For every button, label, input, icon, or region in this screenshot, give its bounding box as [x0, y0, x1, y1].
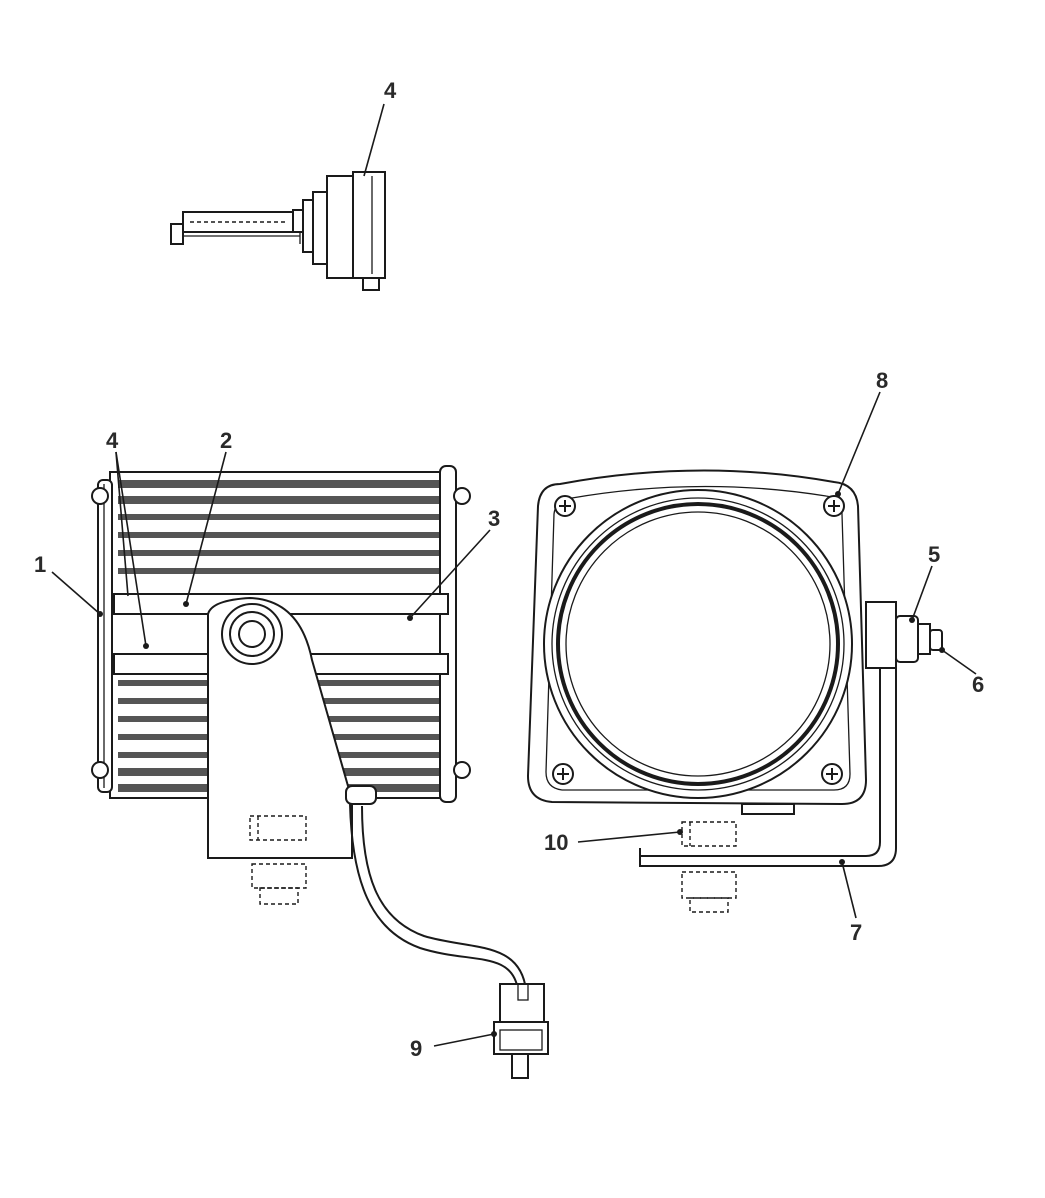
- lamp-side-view: [91, 465, 549, 1079]
- callout-labels: 4 1 4 2 3 8 5 6 10 7 9: [34, 78, 984, 1061]
- bulb-illustration: [170, 171, 386, 291]
- callout-6: 6: [972, 672, 984, 697]
- callout-2: 2: [220, 428, 232, 453]
- callout-9: 9: [410, 1036, 422, 1061]
- callout-3: 3: [488, 506, 500, 531]
- callout-bulb-4: 4: [384, 78, 397, 103]
- callout-8: 8: [876, 368, 888, 393]
- corner-screws: [552, 495, 845, 785]
- callout-10: 10: [544, 830, 568, 855]
- callout-7: 7: [850, 920, 862, 945]
- lamp-front-view: [526, 469, 943, 913]
- leader-lines: [51, 103, 977, 1047]
- callout-1: 1: [34, 552, 46, 577]
- callout-5: 5: [928, 542, 940, 567]
- callout-4-housing: 4: [106, 428, 119, 453]
